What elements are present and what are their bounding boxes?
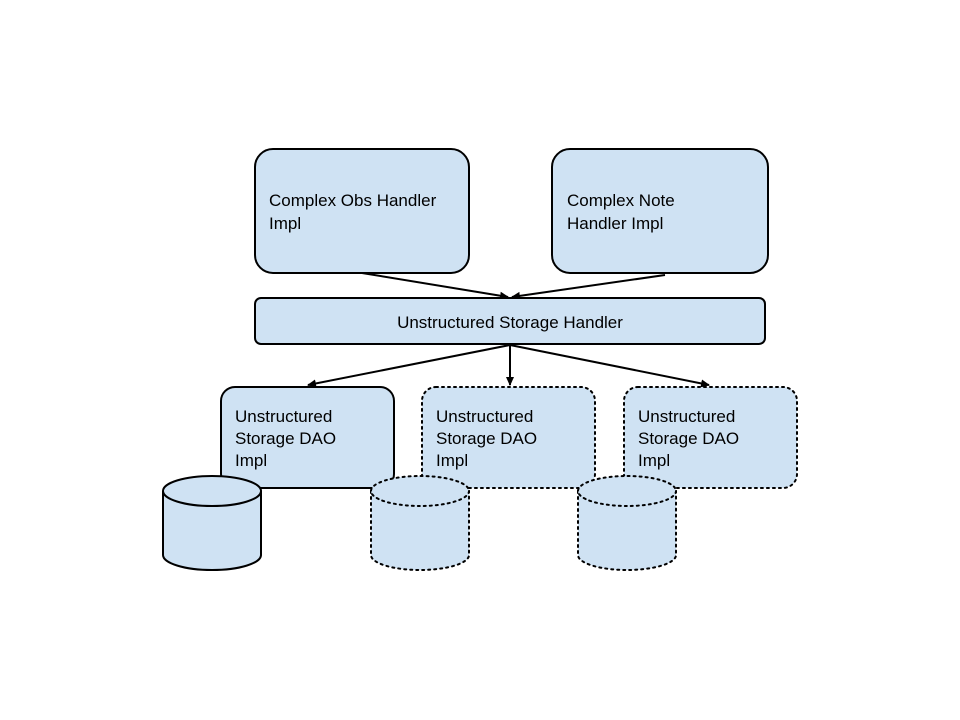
node-dao-3: Unstructured Storage DAO Impl <box>623 386 798 489</box>
node-complex-note-handler-line1: Complex Note <box>567 191 675 210</box>
node-dao-1-line2: Storage DAO <box>235 429 336 448</box>
node-dao-3-line2: Storage DAO <box>638 429 739 448</box>
node-unstructured-storage-handler: Unstructured Storage Handler <box>254 297 766 345</box>
node-dao-1-line1: Unstructured <box>235 407 332 426</box>
database-1-icon <box>162 475 262 571</box>
node-complex-note-handler-line2: Handler Impl <box>567 214 663 233</box>
node-dao-1: Unstructured Storage DAO Impl <box>220 386 395 489</box>
edge-note-to-storage-handler <box>511 274 666 300</box>
database-3-icon <box>577 475 677 571</box>
node-complex-obs-handler: Complex Obs Handler Impl <box>254 148 470 274</box>
edge-obs-to-storage-handler <box>361 272 509 300</box>
database-2-icon <box>370 475 470 571</box>
node-dao-2-line2: Storage DAO <box>436 429 537 448</box>
node-dao-2-line3: Impl <box>436 451 468 470</box>
node-unstructured-storage-handler-label: Unstructured Storage Handler <box>397 313 623 332</box>
node-dao-2: Unstructured Storage DAO Impl <box>421 386 596 489</box>
node-dao-3-line3: Impl <box>638 451 670 470</box>
node-dao-3-line1: Unstructured <box>638 407 735 426</box>
edge-storage-handler-to-dao-3 <box>509 344 710 388</box>
node-dao-2-line1: Unstructured <box>436 407 533 426</box>
node-complex-obs-handler-line1: Complex Obs Handler <box>269 191 437 210</box>
node-dao-1-line3: Impl <box>235 451 267 470</box>
edge-storage-handler-to-dao-1 <box>307 344 511 388</box>
node-complex-note-handler: Complex Note Handler Impl <box>551 148 769 274</box>
node-complex-obs-handler-line2: Impl <box>269 214 301 233</box>
